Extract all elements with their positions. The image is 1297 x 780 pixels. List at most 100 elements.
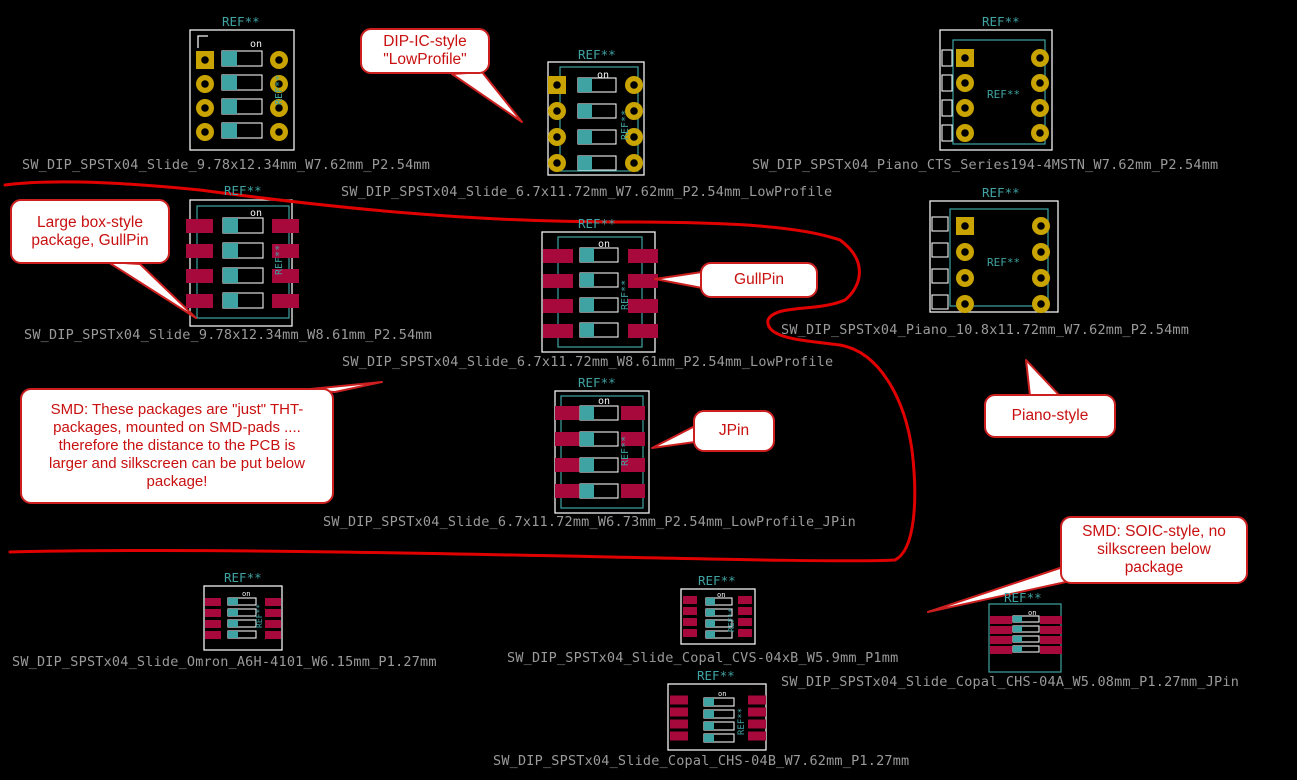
footprint-name[interactable]: SW_DIP_SPSTx04_Slide_9.78x12.34mm_W8.61m… <box>24 327 433 343</box>
pad-smd <box>1040 636 1062 644</box>
pad-smd <box>543 299 573 313</box>
callout-line: SMD: SOIC-style, no <box>1082 523 1226 540</box>
switch-knob <box>222 99 237 114</box>
footprint-ref: REF** <box>982 185 1020 200</box>
pad-drill <box>1036 129 1044 137</box>
callout-line: package, GullPin <box>31 231 149 249</box>
footprint-name[interactable]: SW_DIP_SPSTx04_Slide_6.7x11.72mm_W8.61mm… <box>342 354 834 370</box>
footprint-name[interactable]: SW_DIP_SPSTx04_Slide_9.78x12.34mm_W7.62m… <box>22 157 431 173</box>
switch-knob <box>222 123 237 138</box>
pad-smd <box>990 616 1012 624</box>
fab-outline <box>952 39 1046 145</box>
pad-smd <box>670 731 688 741</box>
switch-knob <box>578 130 592 144</box>
fab-ref-label: REF** <box>274 75 285 105</box>
footprint-name[interactable]: SW_DIP_SPSTx04_Slide_Copal_CVS-04xB_W5.9… <box>507 650 899 666</box>
footprint-name[interactable]: SW_DIP_SPSTx04_Slide_Omron_A6H-4101_W6.1… <box>12 654 437 670</box>
pad-drill <box>961 79 969 87</box>
fab-ref-label: REF** <box>620 280 631 310</box>
fab-ref-label: REF** <box>255 604 264 628</box>
silkscreen-outline <box>541 231 656 353</box>
silk-on-label: on <box>718 690 726 698</box>
pad-drill <box>1037 300 1045 308</box>
silkscreen-outline <box>554 390 650 514</box>
callout-line: GullPin <box>734 271 784 288</box>
pad-drill <box>1037 274 1045 282</box>
callout-line: package <box>1124 559 1184 576</box>
callout-pointer-gullpin <box>654 271 703 289</box>
silk-on-label: on <box>717 591 725 599</box>
pad-smd <box>621 406 645 420</box>
fab-ref-label: REF** <box>987 88 1020 101</box>
footprint-name[interactable]: SW_DIP_SPSTx04_Piano_CTS_Series194-4MSTN… <box>752 157 1219 173</box>
switch-knob <box>704 734 714 742</box>
callout-pointer-largebox <box>107 261 197 319</box>
switch-knob <box>1013 626 1022 632</box>
switch-knob <box>580 458 594 472</box>
pad-drill <box>201 104 209 112</box>
fab-ref-label: REF** <box>727 608 736 632</box>
footprint-name[interactable]: SW_DIP_SPSTx04_Slide_6.7x11.72mm_W6.73mm… <box>323 514 856 530</box>
footprint-name[interactable]: SW_DIP_SPSTx04_Slide_Copal_CHS-04B_W7.62… <box>493 753 910 769</box>
pad-smd <box>205 620 221 628</box>
callout-line: package! <box>146 473 208 490</box>
silkscreen-outline <box>929 200 1059 313</box>
callout-line: Piano-style <box>1011 407 1089 424</box>
piano-key <box>941 124 953 142</box>
pad-drill <box>961 129 969 137</box>
switch-knob <box>223 218 238 233</box>
pad-smd <box>272 219 299 233</box>
switch-knob <box>228 609 238 616</box>
fab-ref-label: REF** <box>620 110 631 140</box>
pin1-marker <box>197 35 208 48</box>
switch-knob <box>228 620 238 627</box>
pad-drill <box>201 56 209 64</box>
pad-smd <box>748 695 766 705</box>
switch-knob <box>1013 636 1022 642</box>
piano-key <box>931 216 949 232</box>
pad-drill <box>553 81 561 89</box>
pad-smd <box>543 249 573 263</box>
fab-outline <box>557 236 643 348</box>
switch-knob <box>704 698 714 706</box>
boundary-line-top <box>3 180 917 563</box>
pad-smd <box>738 618 752 626</box>
switch-knob <box>706 609 715 616</box>
footprint-name[interactable]: SW_DIP_SPSTx04_Piano_10.8x11.72mm_W7.62m… <box>781 322 1190 338</box>
fab-outline <box>560 395 644 509</box>
pad-smd <box>265 631 281 639</box>
callout-pointer-piano <box>1025 359 1061 397</box>
pad-smd <box>990 626 1012 634</box>
silkscreen-outline <box>189 29 295 151</box>
fab-ref-label: REF** <box>737 708 747 735</box>
pad-drill <box>275 104 283 112</box>
silk-on-label: on <box>1028 609 1036 617</box>
callout-lowprofile: DIP-IC-style"LowProfile" <box>360 28 490 74</box>
footprint-name[interactable]: SW_DIP_SPSTx04_Slide_Copal_CHS-04A_W5.08… <box>781 674 1240 690</box>
pad-smd <box>555 484 579 498</box>
pad-smd <box>683 618 697 626</box>
callout-line: DIP-IC-style <box>383 33 467 50</box>
pad-smd <box>543 274 573 288</box>
footprint-name[interactable]: SW_DIP_SPSTx04_Slide_6.7x11.72mm_W7.62mm… <box>341 184 833 200</box>
pad-smd <box>1040 626 1062 634</box>
switch-knob <box>228 631 238 638</box>
piano-key <box>941 74 953 92</box>
pad-drill <box>961 104 969 112</box>
callout-line: "LowProfile" <box>383 51 467 68</box>
pad-drill <box>1037 222 1045 230</box>
footprint-ref: REF** <box>698 573 736 588</box>
pad-smd <box>670 707 688 717</box>
fab-ref-label: REF** <box>620 436 631 466</box>
pad-smd <box>670 719 688 729</box>
switch-knob <box>223 293 238 308</box>
pad-smd <box>186 294 213 308</box>
silk-on-label: on <box>242 590 250 598</box>
silkscreen-outline <box>189 199 293 327</box>
pad-smd <box>738 596 752 604</box>
switch-knob <box>1013 616 1022 622</box>
pad-drill <box>961 300 969 308</box>
